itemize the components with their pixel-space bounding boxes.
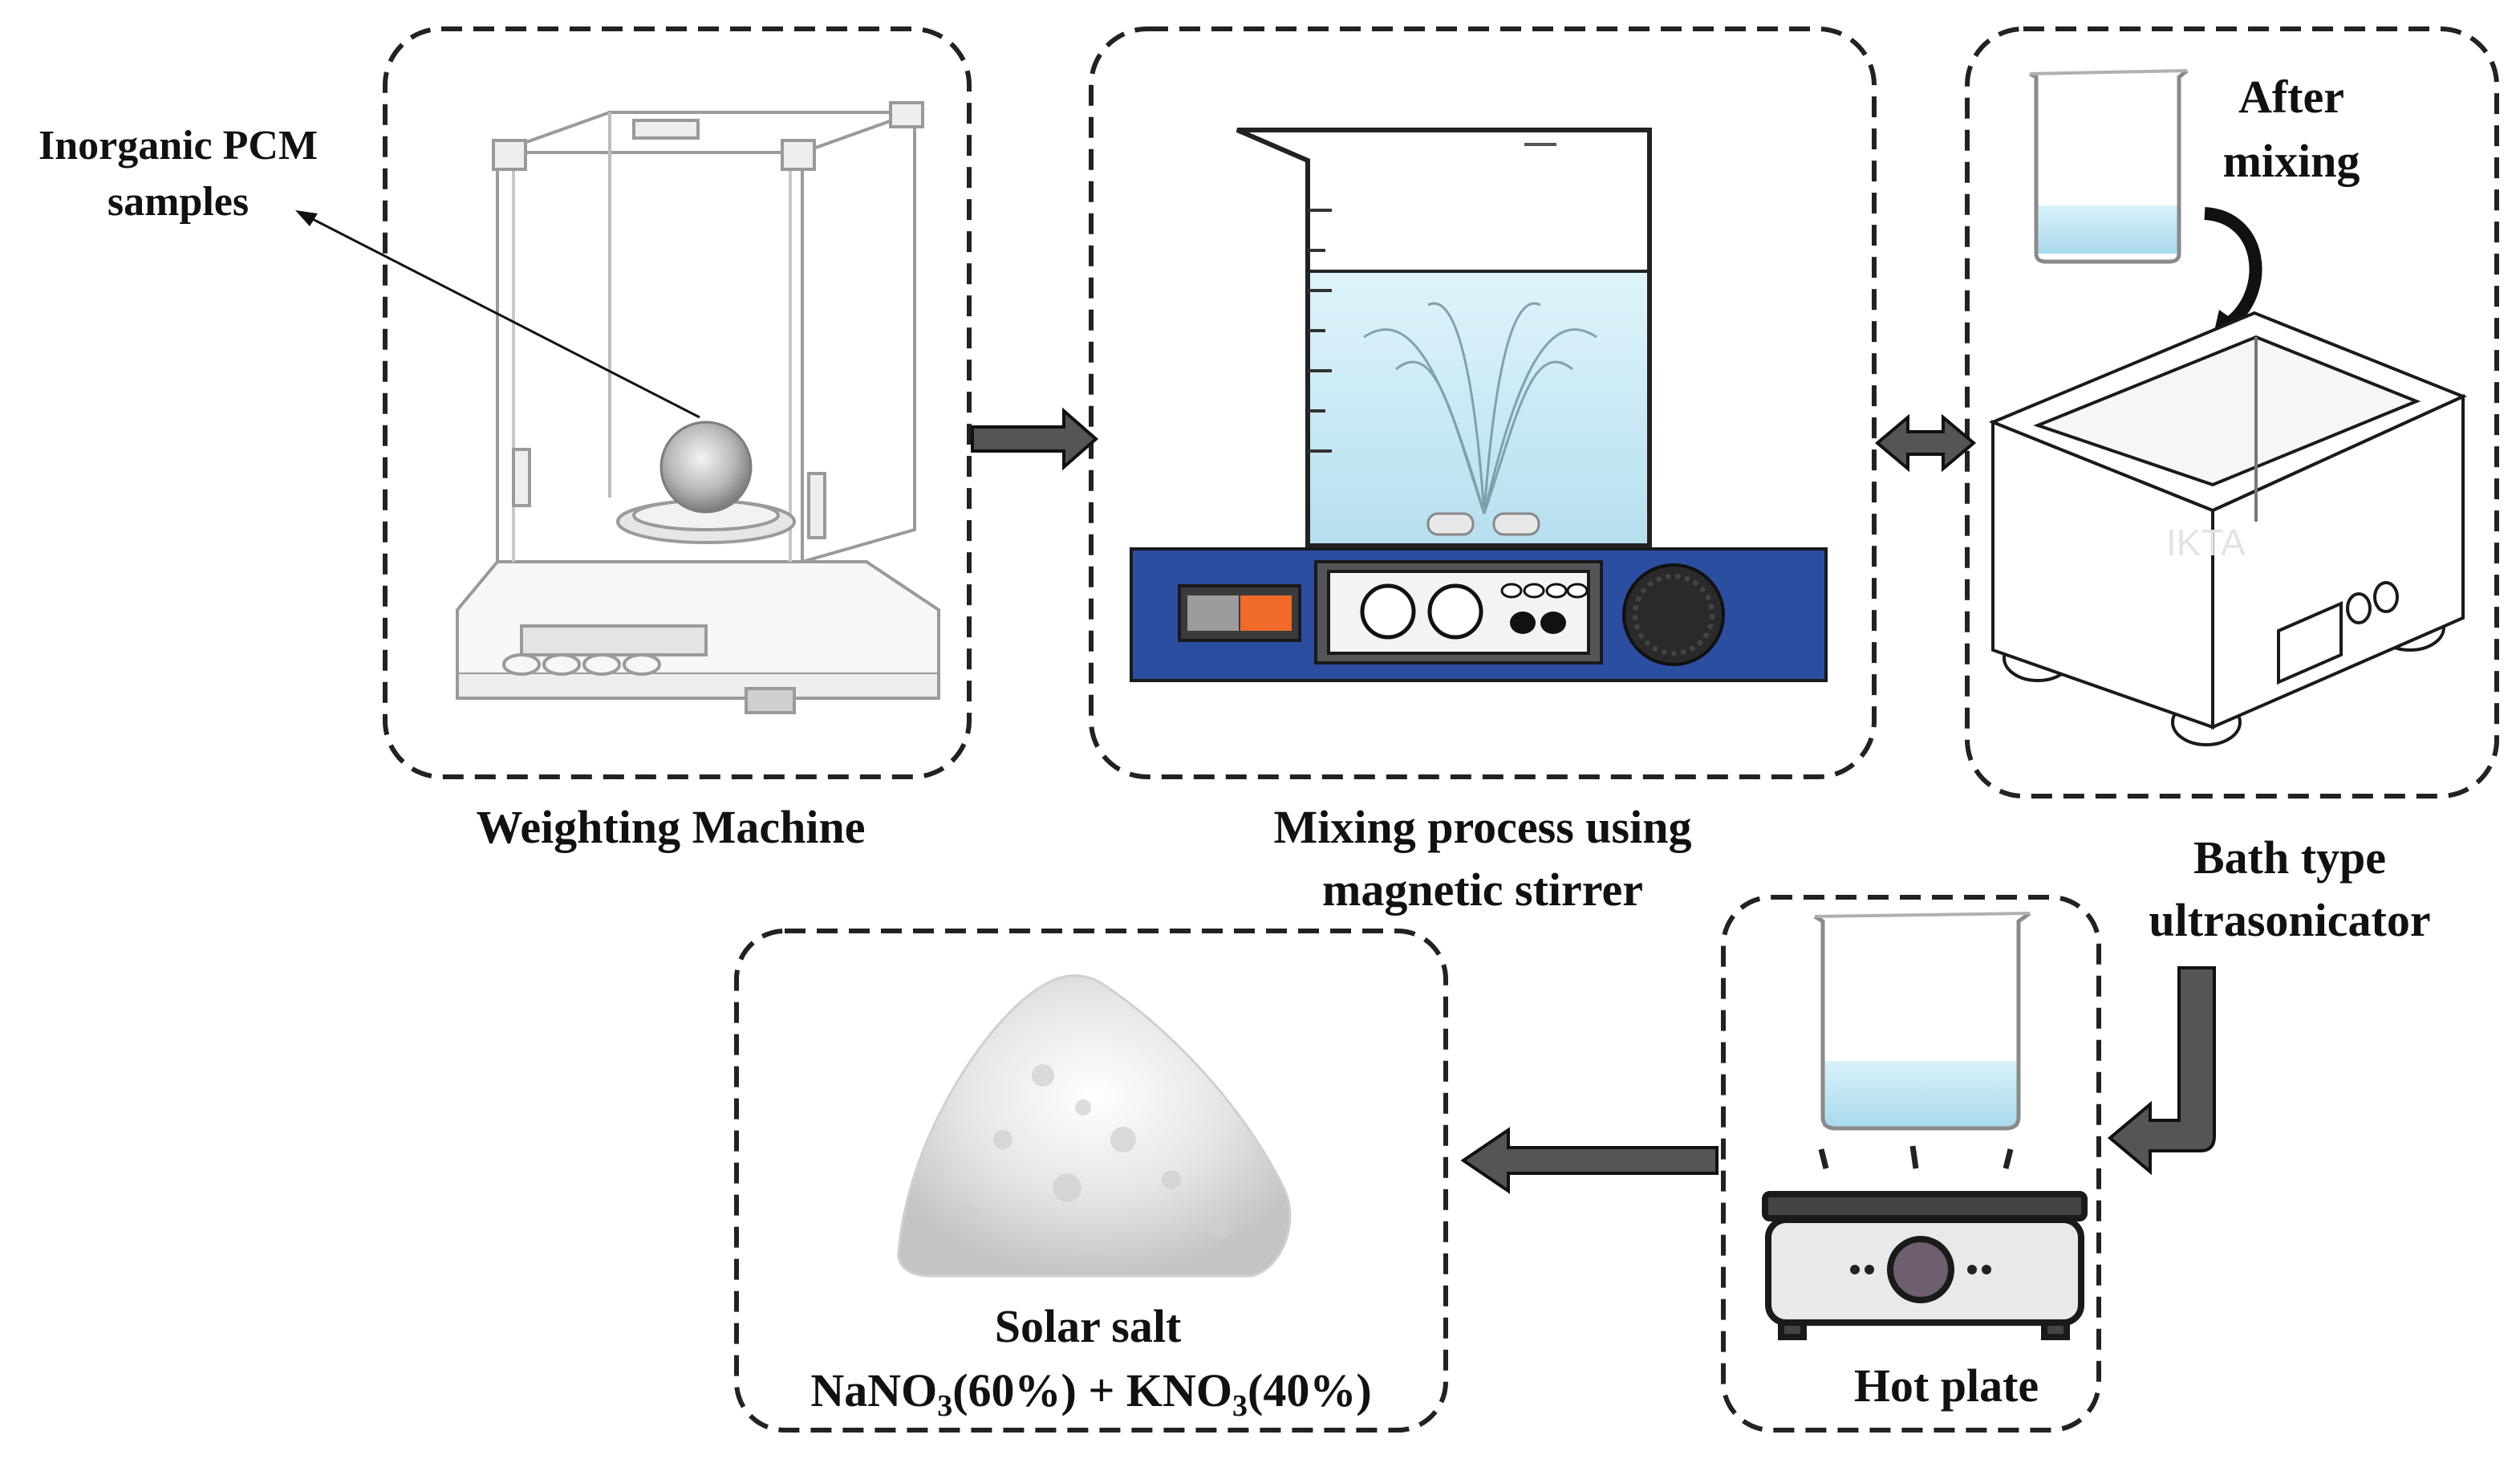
ultrasonic-bath-icon	[1988, 311, 2468, 746]
bath-type-label-line2: ultrasonicator	[2149, 894, 2430, 946]
formula-subscript-1: 3	[937, 1389, 952, 1423]
formula-end: (40%)	[1248, 1364, 1372, 1416]
formula-middle: (60%) + KNO	[952, 1364, 1232, 1416]
heat-lines-icon	[1818, 1145, 2014, 1169]
hot-plate-icon	[1762, 1191, 2088, 1340]
weighting-machine-label: Weighting Machine	[477, 801, 866, 853]
mixing-process-label: Mixing process using	[1273, 801, 1691, 853]
analytical-balance-icon	[456, 101, 940, 714]
inorganic-pcm-label: Inorganic PCM	[39, 123, 318, 169]
mixing-box	[1089, 26, 1877, 779]
solar-salt-formula: NaNO3(60%) + KNO3(40%)	[810, 1364, 1371, 1423]
watermark-text: IKTA	[2166, 522, 2246, 563]
hot-plate-label: Hot plate	[1854, 1359, 2039, 1412]
solar-salt-label: Solar salt	[995, 1300, 1182, 1352]
mixing-process-label-line2: magnetic stirrer	[1322, 864, 1643, 916]
after-mixing-label: After	[2238, 71, 2344, 123]
solar-salt-powder-icon	[897, 974, 1292, 1278]
bath-type-label: Bath type	[2193, 831, 2386, 884]
beaker-icon	[1236, 128, 1652, 548]
formula-subscript-2: 3	[1232, 1389, 1248, 1423]
weighting-box	[383, 26, 972, 779]
arrow-hot-plate-to-solar-salt	[1460, 1127, 1719, 1194]
small-beaker-icon	[2028, 69, 2189, 264]
arrow-weighting-to-mixing	[971, 407, 1099, 471]
magnetic-stirrer-icon	[1130, 547, 1828, 682]
hot-plate-box	[1721, 895, 2101, 1433]
ultrasonicator-box	[1965, 26, 2499, 799]
after-mixing-arrow	[2204, 207, 2262, 327]
formula-nano3: NaNO	[810, 1364, 937, 1416]
pcm-pointer-line	[304, 213, 700, 419]
pcm-sample-icon	[659, 421, 753, 514]
pcm-pointer-arrowhead	[295, 210, 318, 226]
arrow-mixing-ultrasonicator	[1874, 413, 1977, 473]
hot-plate-beaker-icon	[1813, 911, 2031, 1131]
after-mixing-label-line2: mixing	[2223, 135, 2360, 187]
solar-salt-box	[734, 929, 1448, 1433]
inorganic-pcm-label-line2: samples	[108, 179, 249, 225]
arrow-ultrasonicator-to-hot-plate	[2107, 966, 2216, 1176]
